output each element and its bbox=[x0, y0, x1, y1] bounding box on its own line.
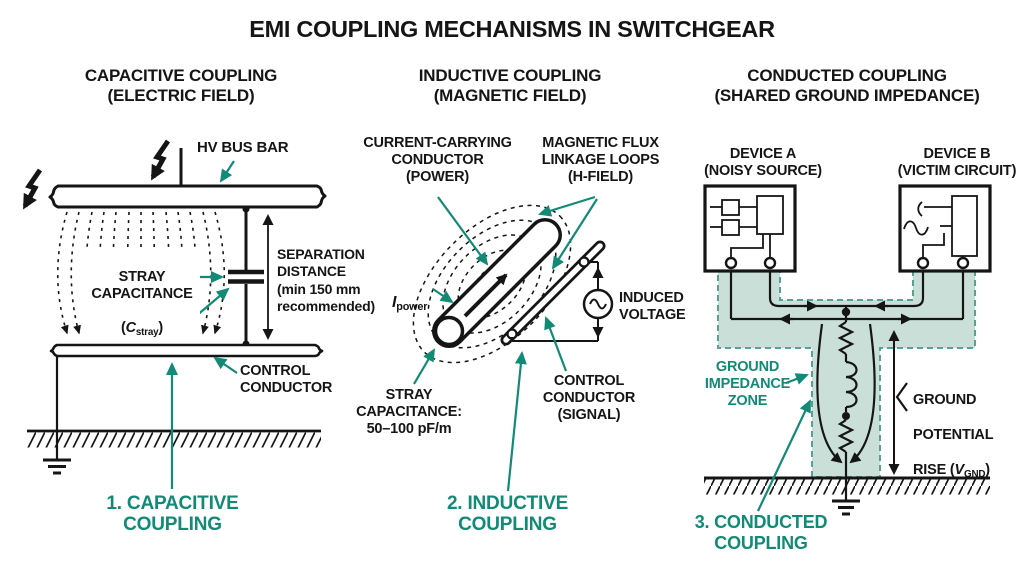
induced-voltage-label: INDUCED VOLTAGE bbox=[619, 290, 686, 324]
terminal bbox=[956, 256, 970, 270]
stray-capacitance-label: STRAY CAPACITANCE (Cstray) bbox=[84, 251, 200, 340]
lightning-bolt-icon bbox=[150, 139, 171, 181]
device-a-label: DEVICE A (NOISY SOURCE) bbox=[704, 146, 822, 180]
signal-conductor-label: CONTROL CONDUCTOR (SIGNAL) bbox=[542, 373, 636, 424]
signal-conductor-shape bbox=[500, 240, 606, 346]
conducted-coupling-arrow bbox=[757, 399, 811, 512]
separation-distance-label: SEPARATION DISTANCE (min 150 mm recommen… bbox=[277, 246, 375, 315]
conducted-panel-graphics bbox=[703, 184, 992, 516]
device-b-label: DEVICE B (VICTIM CIRCUIT) bbox=[897, 146, 1017, 180]
power-conductor-label: CURRENT-CARRYING CONDUCTOR (POWER) bbox=[363, 135, 512, 186]
ground-impedance-zone-label: GROUND IMPEDANCE ZONE bbox=[704, 359, 791, 410]
terminal bbox=[916, 256, 930, 270]
lightning-bolt-icon bbox=[22, 168, 43, 210]
return-current-curve bbox=[816, 323, 843, 464]
stray-capacitance-value-label: STRAY CAPACITANCE: 50–100 pF/m bbox=[356, 387, 462, 438]
sine-icon bbox=[903, 220, 929, 236]
device-a-box bbox=[703, 184, 797, 273]
hv-bus-bar-label: HV BUS BAR bbox=[197, 139, 289, 156]
capacitive-panel-graphics bbox=[22, 139, 327, 489]
inductive-panel-graphics bbox=[412, 195, 614, 492]
pointer-arrows-inductive bbox=[413, 195, 598, 492]
inductive-coupling-number-label: 2. INDUCTIVE COUPLING bbox=[446, 493, 569, 536]
capacitor-symbol bbox=[228, 205, 264, 348]
inductive-heading: INDUCTIVE COUPLING (MAGNETIC FIELD) bbox=[418, 66, 602, 105]
ground-symbol bbox=[832, 499, 860, 516]
noise-current-wires bbox=[729, 266, 965, 464]
arc-icon bbox=[917, 201, 923, 217]
figure-title: EMI COUPLING MECHANISMS IN SWITCHGEAR bbox=[249, 16, 775, 42]
sine-wave-icon bbox=[589, 298, 607, 310]
hv-bus-bar-shape bbox=[48, 184, 327, 209]
current-arrow bbox=[463, 273, 508, 318]
impedance-chain bbox=[837, 321, 858, 478]
i-power-label: Ipower bbox=[392, 293, 428, 313]
earth-ground-hatch bbox=[27, 429, 321, 448]
ground-symbol bbox=[43, 458, 71, 475]
terminal bbox=[724, 256, 738, 270]
inductor-symbol bbox=[845, 360, 858, 409]
capacitive-heading: CAPACITIVE COUPLING (ELECTRIC FIELD) bbox=[84, 66, 278, 105]
ground-potential-rise-label: GROUND POTENTIAL RISE (VGND) bbox=[913, 391, 994, 481]
pointer-arrows-conducted bbox=[757, 373, 811, 512]
control-conductor-shape bbox=[49, 343, 324, 358]
return-current-curve bbox=[849, 323, 876, 464]
capacitive-coupling-number-label: 1. CAPACITIVE COUPLING bbox=[106, 493, 239, 536]
conducted-coupling-number-label: 3. CONDUCTED COUPLING bbox=[694, 512, 828, 553]
resistor-symbol bbox=[837, 419, 855, 453]
resistor-symbol bbox=[837, 321, 855, 355]
device-b-box bbox=[898, 184, 992, 273]
control-conductor-label: CONTROL CONDUCTOR bbox=[240, 363, 333, 397]
brace-icon bbox=[895, 382, 908, 412]
power-conductor-shape bbox=[432, 218, 562, 348]
flux-loops-label: MAGNETIC FLUX LINKAGE LOOPS (H-FIELD) bbox=[541, 135, 660, 186]
conducted-heading: CONDUCTED COUPLING (SHARED GROUND IMPEDA… bbox=[714, 66, 980, 105]
inductive-coupling-arrow bbox=[506, 351, 527, 492]
terminal bbox=[763, 256, 777, 270]
